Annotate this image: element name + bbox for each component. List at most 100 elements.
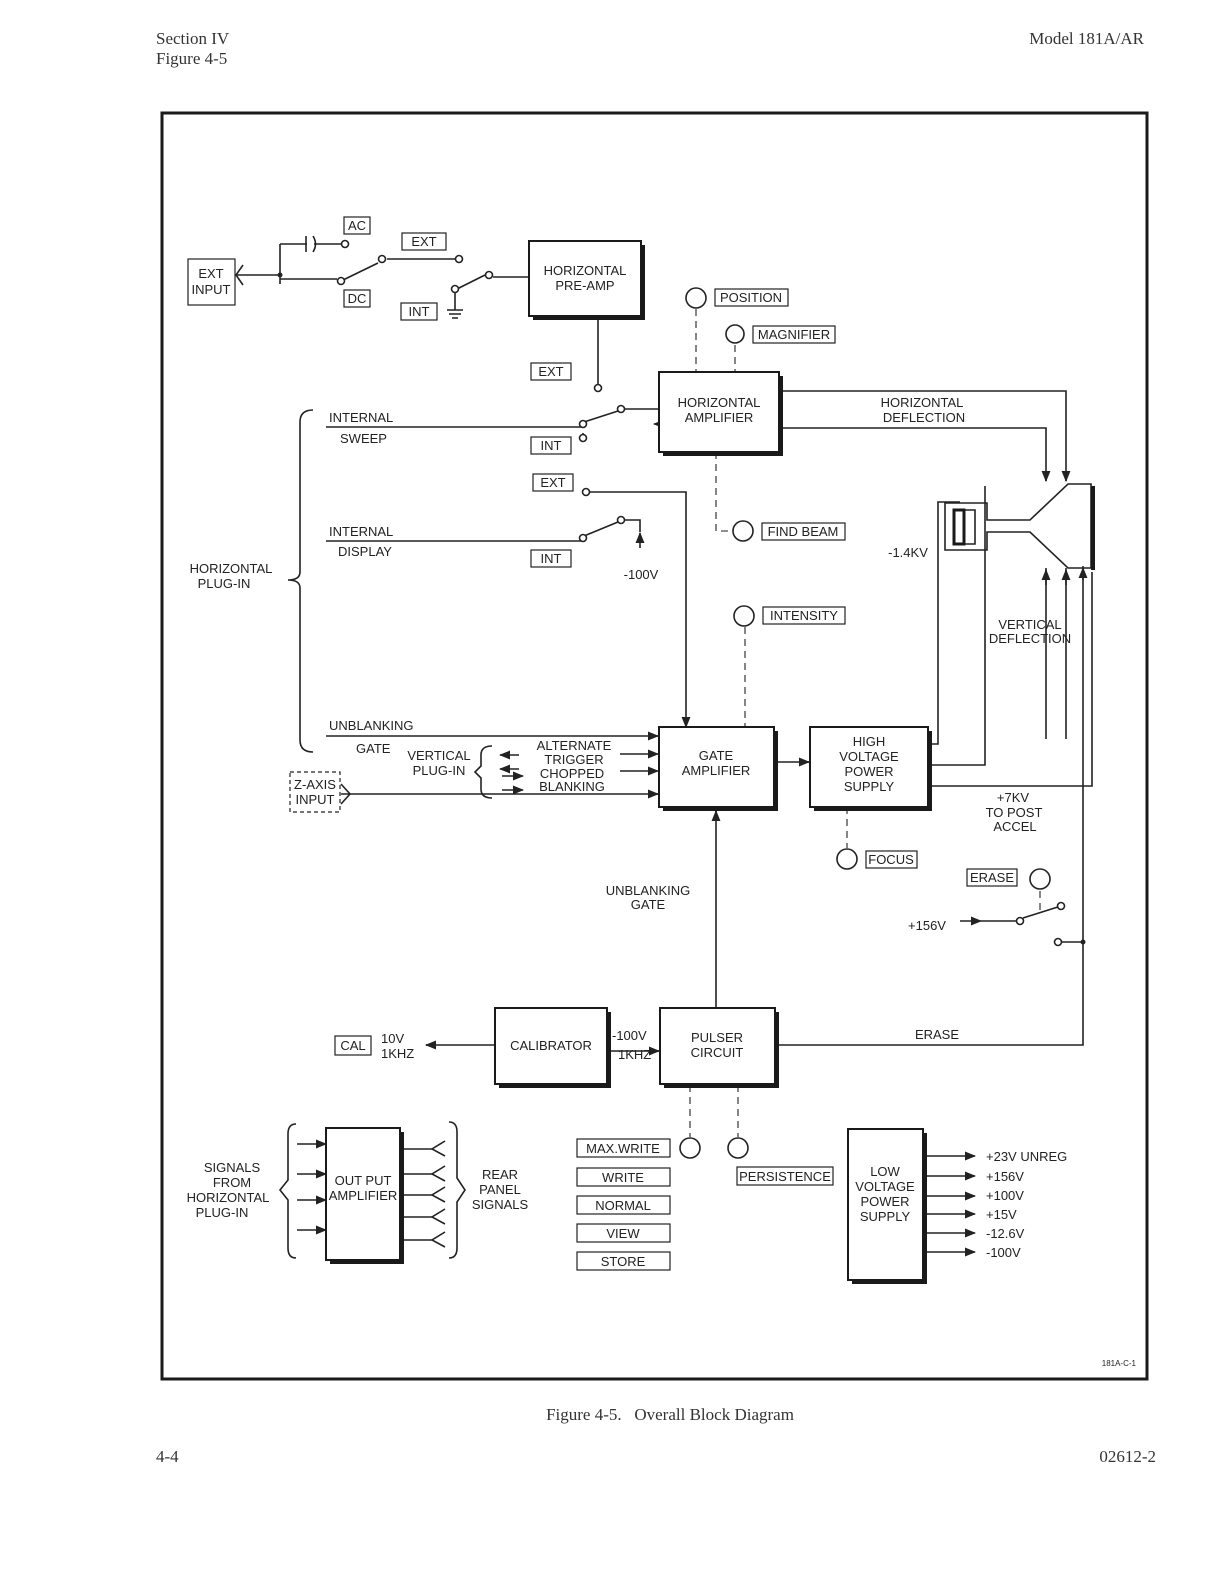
block-hvps-line: HIGH — [853, 734, 886, 749]
block-lvps-line: LOW — [870, 1164, 900, 1179]
mode-store-label: STORE — [601, 1254, 646, 1269]
block-hv-power-supply: HIGH VOLTAGE POWER SUPPLY — [809, 726, 932, 811]
signals-from-label: HORIZONTAL — [187, 1190, 270, 1205]
cal-output-label: 1KHZ — [381, 1046, 414, 1061]
neg-100v-label: -100V — [624, 567, 659, 582]
intensity-label: INTENSITY — [770, 608, 838, 623]
block-pulser-line: CIRCUIT — [691, 1045, 744, 1060]
block-outamp-line: AMPLIFIER — [329, 1188, 398, 1203]
diagram-frame — [160, 111, 1149, 1381]
block-calibrator-line: CALIBRATOR — [510, 1038, 592, 1053]
block-hpreamp: HORIZONTAL PRE-AMP — [528, 240, 645, 320]
erase-knob-icon — [1029, 868, 1051, 890]
figure-label: Figure 4-5 — [156, 49, 228, 68]
cal-label: CAL — [340, 1038, 365, 1053]
internal-sweep-label: SWEEP — [340, 431, 387, 446]
find-beam-label: FIND BEAM — [768, 524, 839, 539]
ext-input-label: INPUT — [192, 282, 231, 297]
block-lvps-line: POWER — [860, 1194, 909, 1209]
mode-view-label: VIEW — [606, 1226, 640, 1241]
unblanking-gate-input-label: GATE — [356, 741, 391, 756]
horizontal-plugin-label: HORIZONTAL — [190, 561, 273, 576]
block-gate-amplifier: GATE AMPLIFIER — [658, 726, 778, 811]
vertical-deflection-label: DEFLECTION — [989, 631, 1071, 646]
int-sweep-label: INT — [541, 438, 562, 453]
persistence-knob-icon — [727, 1137, 749, 1159]
block-hamp-line: HORIZONTAL — [678, 395, 761, 410]
cal-input-label: 1KHZ — [618, 1047, 651, 1062]
section-label: Section IV — [156, 29, 230, 48]
block-gate-line: GATE — [699, 748, 734, 763]
post-accel-label: ACCEL — [993, 819, 1036, 834]
rear-panel-label: REAR — [482, 1167, 518, 1182]
block-hpreamp-line: HORIZONTAL — [544, 263, 627, 278]
block-calibrator: CALIBRATOR — [494, 1007, 611, 1088]
find-beam-knob-icon — [732, 520, 754, 542]
signal-labels: INTERNAL SWEEP INTERNAL DISPLAY HORIZONT… — [187, 395, 1137, 1368]
mode-write-label: WRITE — [602, 1170, 644, 1185]
plus-156v-label: +156V — [908, 918, 946, 933]
z-axis-input-label: INPUT — [296, 792, 335, 807]
int-display-label: INT — [541, 551, 562, 566]
position-knob-icon — [685, 287, 707, 309]
block-hamp-line: AMPLIFIER — [685, 410, 754, 425]
signals-from-label: FROM — [213, 1175, 251, 1190]
vp-signal-label: ALTERNATE — [537, 738, 612, 753]
block-hvps-line: SUPPLY — [844, 779, 895, 794]
crt-tube — [944, 483, 1095, 570]
lv-output-label: +156V — [986, 1169, 1024, 1184]
ext-preamp-label: EXT — [538, 364, 563, 379]
dc-label: DC — [348, 291, 367, 306]
post-accel-label: TO POST — [986, 805, 1043, 820]
vp-signal-label: CHOPPED — [540, 766, 604, 781]
rear-panel-label: PANEL — [479, 1182, 521, 1197]
wiring — [235, 235, 1093, 1259]
block-lv-power-supply: LOW VOLTAGE POWER SUPPLY — [847, 1128, 927, 1284]
vp-signal-label: BLANKING — [539, 779, 605, 794]
write-mode-knob-icon — [679, 1137, 701, 1159]
lv-output-label: +100V — [986, 1188, 1024, 1203]
block-lvps-line: VOLTAGE — [855, 1179, 915, 1194]
unblanking-gate-input-label: UNBLANKING — [329, 718, 414, 733]
model-label: Model 181A/AR — [1029, 29, 1144, 48]
position-label: POSITION — [720, 290, 782, 305]
vertical-plugin-label: PLUG-IN — [413, 763, 466, 778]
internal-sweep-label: INTERNAL — [329, 410, 393, 425]
post-accel-label: +7KV — [997, 790, 1029, 805]
document-number: 02612-2 — [1099, 1447, 1156, 1466]
cal-input-label: -100V — [612, 1028, 647, 1043]
mode-max-write-label: MAX.WRITE — [586, 1141, 660, 1156]
internal-display-label: DISPLAY — [338, 544, 392, 559]
lv-output-label: -100V — [986, 1245, 1021, 1260]
z-axis-input-label: Z-AXIS — [294, 777, 336, 792]
horizontal-deflection-label: DEFLECTION — [883, 410, 965, 425]
int-switch-label: INT — [409, 304, 430, 319]
erase-line-label: ERASE — [915, 1027, 959, 1042]
ext-input-label: EXT — [198, 266, 223, 281]
block-hamp: HORIZONTAL AMPLIFIER — [658, 371, 783, 456]
magnifier-knob-icon — [725, 324, 745, 344]
vertical-deflection-label: VERTICAL — [998, 617, 1061, 632]
block-hvps-line: POWER — [844, 764, 893, 779]
vertical-plugin-label: VERTICAL — [407, 748, 470, 763]
block-lvps-line: SUPPLY — [860, 1209, 911, 1224]
signals-from-label: SIGNALS — [204, 1160, 261, 1175]
unblanking-gate-label: UNBLANKING — [606, 883, 691, 898]
cal-output-label: 10V — [381, 1031, 404, 1046]
ext-switch-label: EXT — [411, 234, 436, 249]
page-number: 4-4 — [156, 1447, 179, 1466]
mode-normal-label: NORMAL — [595, 1198, 651, 1213]
neg-1-4kv-label: -1.4KV — [888, 545, 928, 560]
horizontal-deflection-label: HORIZONTAL — [881, 395, 964, 410]
focus-label: FOCUS — [868, 852, 914, 867]
diagram-ref-code: 181A-C-1 — [1102, 1359, 1137, 1368]
intensity-knob-icon — [733, 605, 755, 627]
signals-from-label: PLUG-IN — [196, 1205, 249, 1220]
block-hpreamp-line: PRE-AMP — [555, 278, 614, 293]
block-gate-line: AMPLIFIER — [682, 763, 751, 778]
block-pulser-line: PULSER — [691, 1030, 743, 1045]
rear-panel-label: SIGNALS — [472, 1197, 529, 1212]
lv-output-label: +15V — [986, 1207, 1017, 1222]
erase-control-label: ERASE — [970, 870, 1014, 885]
